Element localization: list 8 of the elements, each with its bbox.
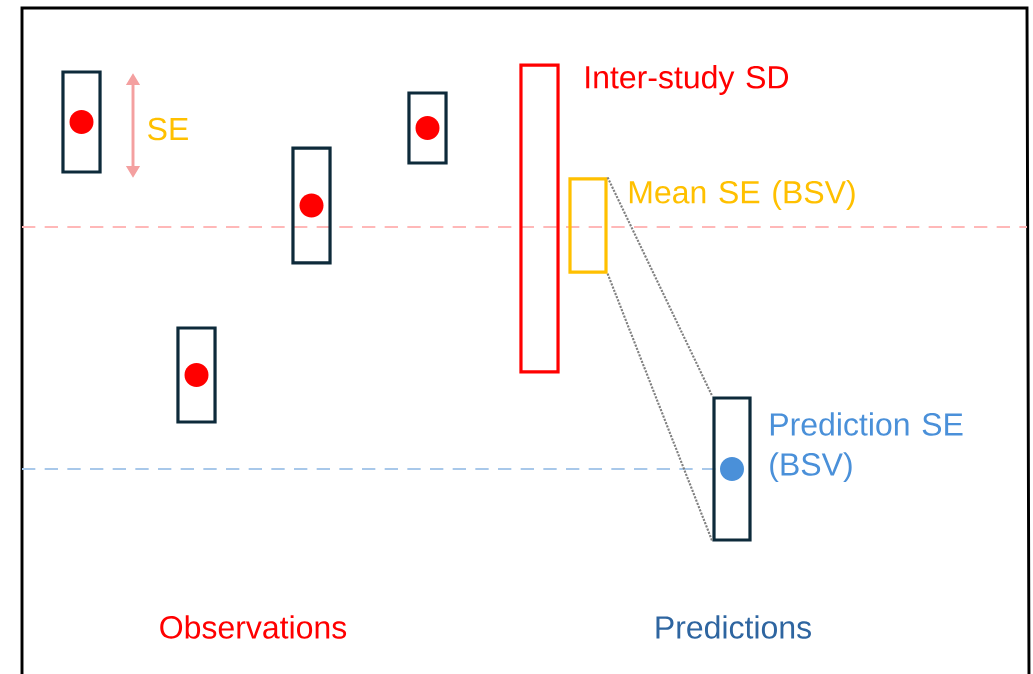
connector-line [606,273,714,542]
interval-label: Mean SE (BSV) [629,180,855,210]
interval-label: Inter-study SD [586,65,788,95]
interval-label: Prediction SE (BSV) [770,412,963,483]
group-label: Predictions [656,615,811,639]
group-label: Observations [160,615,347,639]
measure-label: SE [148,117,188,141]
connector-line [606,176,714,397]
